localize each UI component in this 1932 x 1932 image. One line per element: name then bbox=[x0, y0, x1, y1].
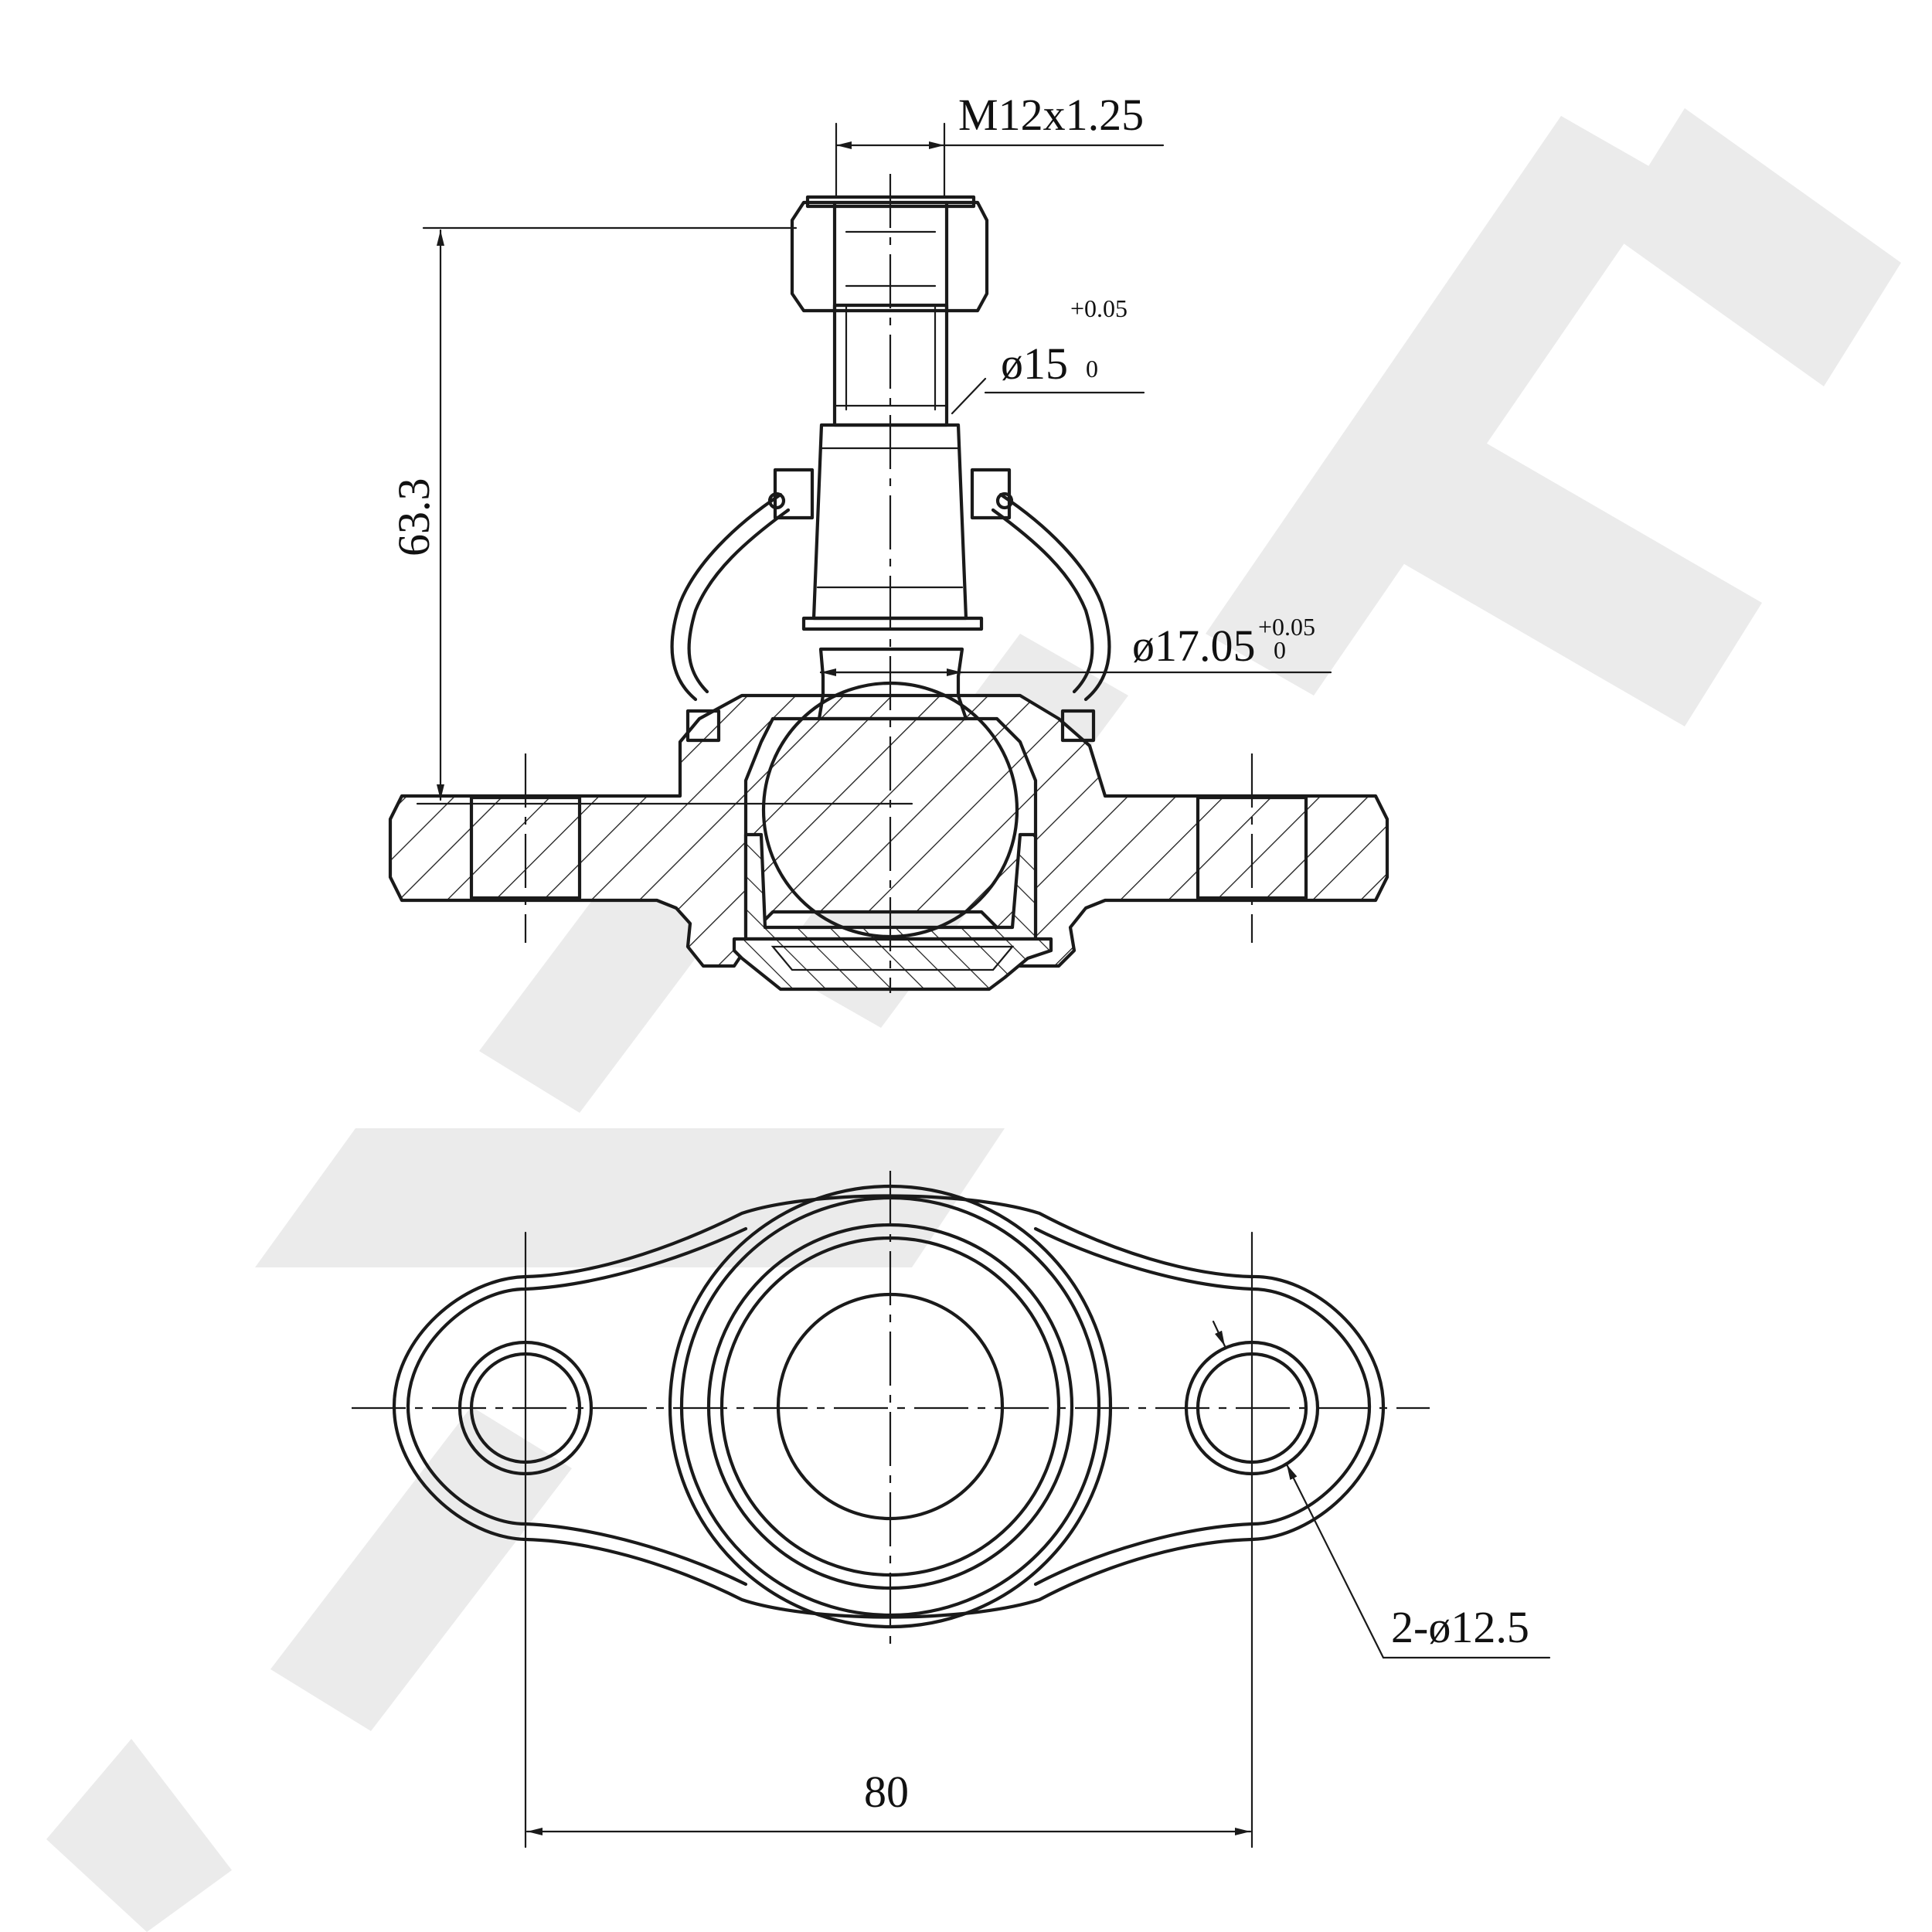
dust-boot-right bbox=[998, 492, 1111, 702]
stud-neck bbox=[817, 647, 968, 721]
thread-dimension-label: M12x1.25 bbox=[958, 90, 1144, 140]
watermark-stroke-1 bbox=[46, 1739, 232, 1932]
watermark-stroke-3 bbox=[270, 1406, 572, 1731]
taper-small-dimension-label: ø15 bbox=[1001, 338, 1068, 389]
watermark-stroke-7 bbox=[1607, 108, 1901, 386]
watermark-stroke-4 bbox=[479, 866, 719, 1113]
plan-view: 2-ø12.5 80 bbox=[352, 1171, 1551, 1849]
hole-dim-leader bbox=[1285, 1463, 1385, 1659]
taper-large-tol-upper: +0.05 bbox=[1258, 613, 1315, 641]
bottom-cap bbox=[732, 937, 1053, 992]
boot-wire-left bbox=[767, 492, 786, 510]
taper-small-tol-upper: +0.05 bbox=[1070, 294, 1128, 322]
section-view: M12x1.25 ø15 +0.05 0 ø17.05 +0.05 0 63.3 bbox=[388, 90, 1389, 993]
dust-boot-right-inner bbox=[991, 508, 1094, 694]
taper-large-tol-lower: 0 bbox=[1274, 636, 1286, 664]
boot-seat-right bbox=[1060, 709, 1096, 743]
bottom-cap-inner bbox=[770, 945, 1015, 971]
hole-dim-arrow-top bbox=[1212, 1320, 1226, 1348]
taper-small-tol-lower: 0 bbox=[1086, 355, 1098, 383]
housing-bore bbox=[776, 1292, 1005, 1521]
watermark-stroke-8 bbox=[1391, 433, 1762, 726]
brand-watermark-logo bbox=[46, 108, 1901, 1932]
flange-section bbox=[388, 693, 1389, 968]
taper-large-dimension-label: ø17.05 bbox=[1132, 621, 1256, 671]
watermark-stroke-2 bbox=[255, 1128, 1005, 1267]
hole-spacing-label: 80 bbox=[864, 1767, 909, 1817]
taper-small-leader bbox=[951, 377, 987, 415]
boot-wire-right bbox=[995, 492, 1014, 510]
castle-nut bbox=[790, 200, 989, 313]
hole-dimension-label: 2-ø12.5 bbox=[1391, 1602, 1529, 1652]
flange-inner-outline bbox=[406, 1226, 1372, 1587]
height-dimension-label: 63.3 bbox=[389, 478, 439, 557]
dust-boot-left bbox=[670, 492, 783, 702]
boot-seat-left bbox=[685, 709, 721, 743]
watermark-stroke-6 bbox=[1206, 116, 1669, 696]
dust-boot-left-inner bbox=[687, 508, 791, 694]
